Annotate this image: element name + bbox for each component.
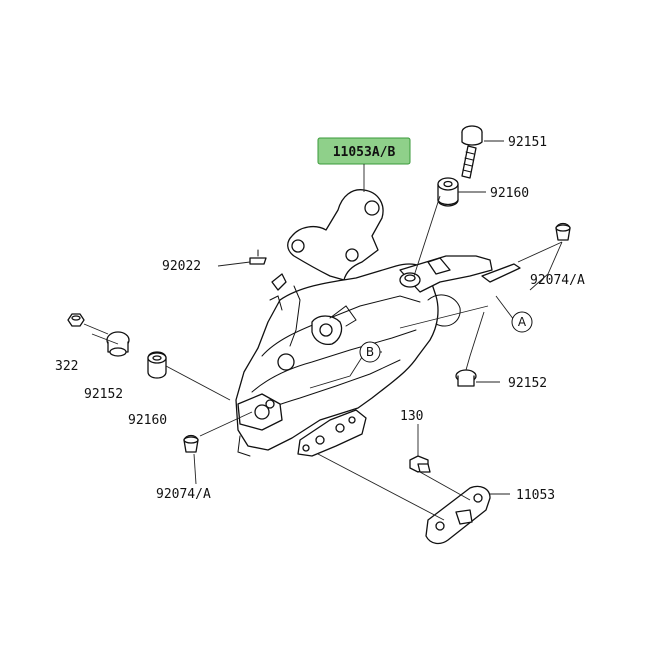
collar-right-92152 [455,369,477,387]
main-bracket-frame [235,189,521,457]
callout-damper-top: 92160 [490,186,529,201]
pin-92022 [249,249,267,265]
callout-pin-left: 92022 [162,259,201,274]
grommet-right-92074A [555,222,571,241]
grommet-bottom-92074A [183,434,199,453]
bolt-92151 [461,125,483,179]
callout-grommet-right: 92074/A [530,273,585,288]
callout-bolt-top: 92151 [508,135,547,150]
collar-left-92152 [106,331,130,357]
damper-top-92160 [437,177,459,207]
callout-collar-right: 92152 [508,376,547,391]
callout-collar-left: 92152 [84,387,123,402]
bracket-11053 [425,485,491,545]
callout-washer-left: 322 [55,359,78,374]
ref-label-b: B [366,345,374,359]
leader-lines [83,140,563,521]
washer-322 [67,313,85,327]
damper-left-92160 [147,351,167,379]
callout-grommet-bottom: 92074/A [156,487,211,502]
small-bolt-130 [409,455,431,473]
callout-damper-left: 92160 [128,413,167,428]
callout-main-part: 11053A/B [333,145,396,160]
ref-circle-a: A [511,311,533,333]
center-collar [399,272,421,288]
ref-circle-b: B [359,341,381,363]
ref-label-a: A [518,315,527,329]
callout-bolt-small: 130 [400,409,423,424]
callout-bracket: 11053 [516,488,555,503]
